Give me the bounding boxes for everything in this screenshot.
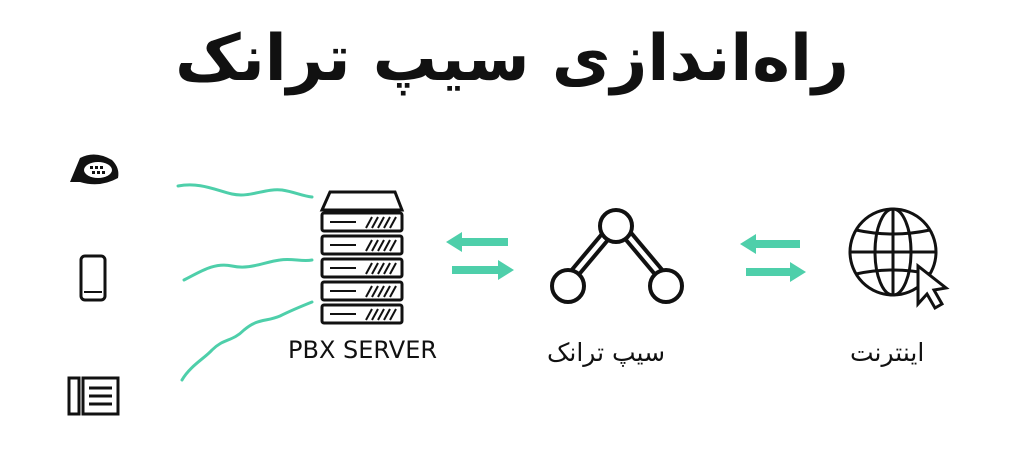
arrow-left-icon: [740, 234, 800, 254]
arrow-right-icon: [746, 262, 806, 282]
globe-cursor-icon: [848, 207, 950, 311]
sip-trunk-label: سیپ ترانک: [547, 338, 666, 367]
network-node-icon: [550, 208, 684, 304]
conference-phone-icon: [70, 154, 119, 185]
server-rack-icon: [319, 190, 405, 325]
page-title: راه‌اندازی سیپ ترانک: [175, 22, 849, 96]
mobile-phone-icon: [79, 254, 107, 302]
wave-line: [176, 183, 314, 199]
wave-line: [182, 257, 314, 282]
pbx-server-label: PBX SERVER: [288, 336, 438, 364]
internet-label: اینترنت: [850, 338, 925, 367]
desk-phone-icon: [67, 376, 120, 416]
server-trunk-arrows: [446, 232, 514, 280]
arrow-right-icon: [452, 260, 514, 280]
arrow-left-icon: [446, 232, 508, 252]
wave-line: [180, 300, 314, 382]
trunk-internet-arrows: [740, 234, 806, 282]
device-connection-waves: [176, 183, 314, 382]
